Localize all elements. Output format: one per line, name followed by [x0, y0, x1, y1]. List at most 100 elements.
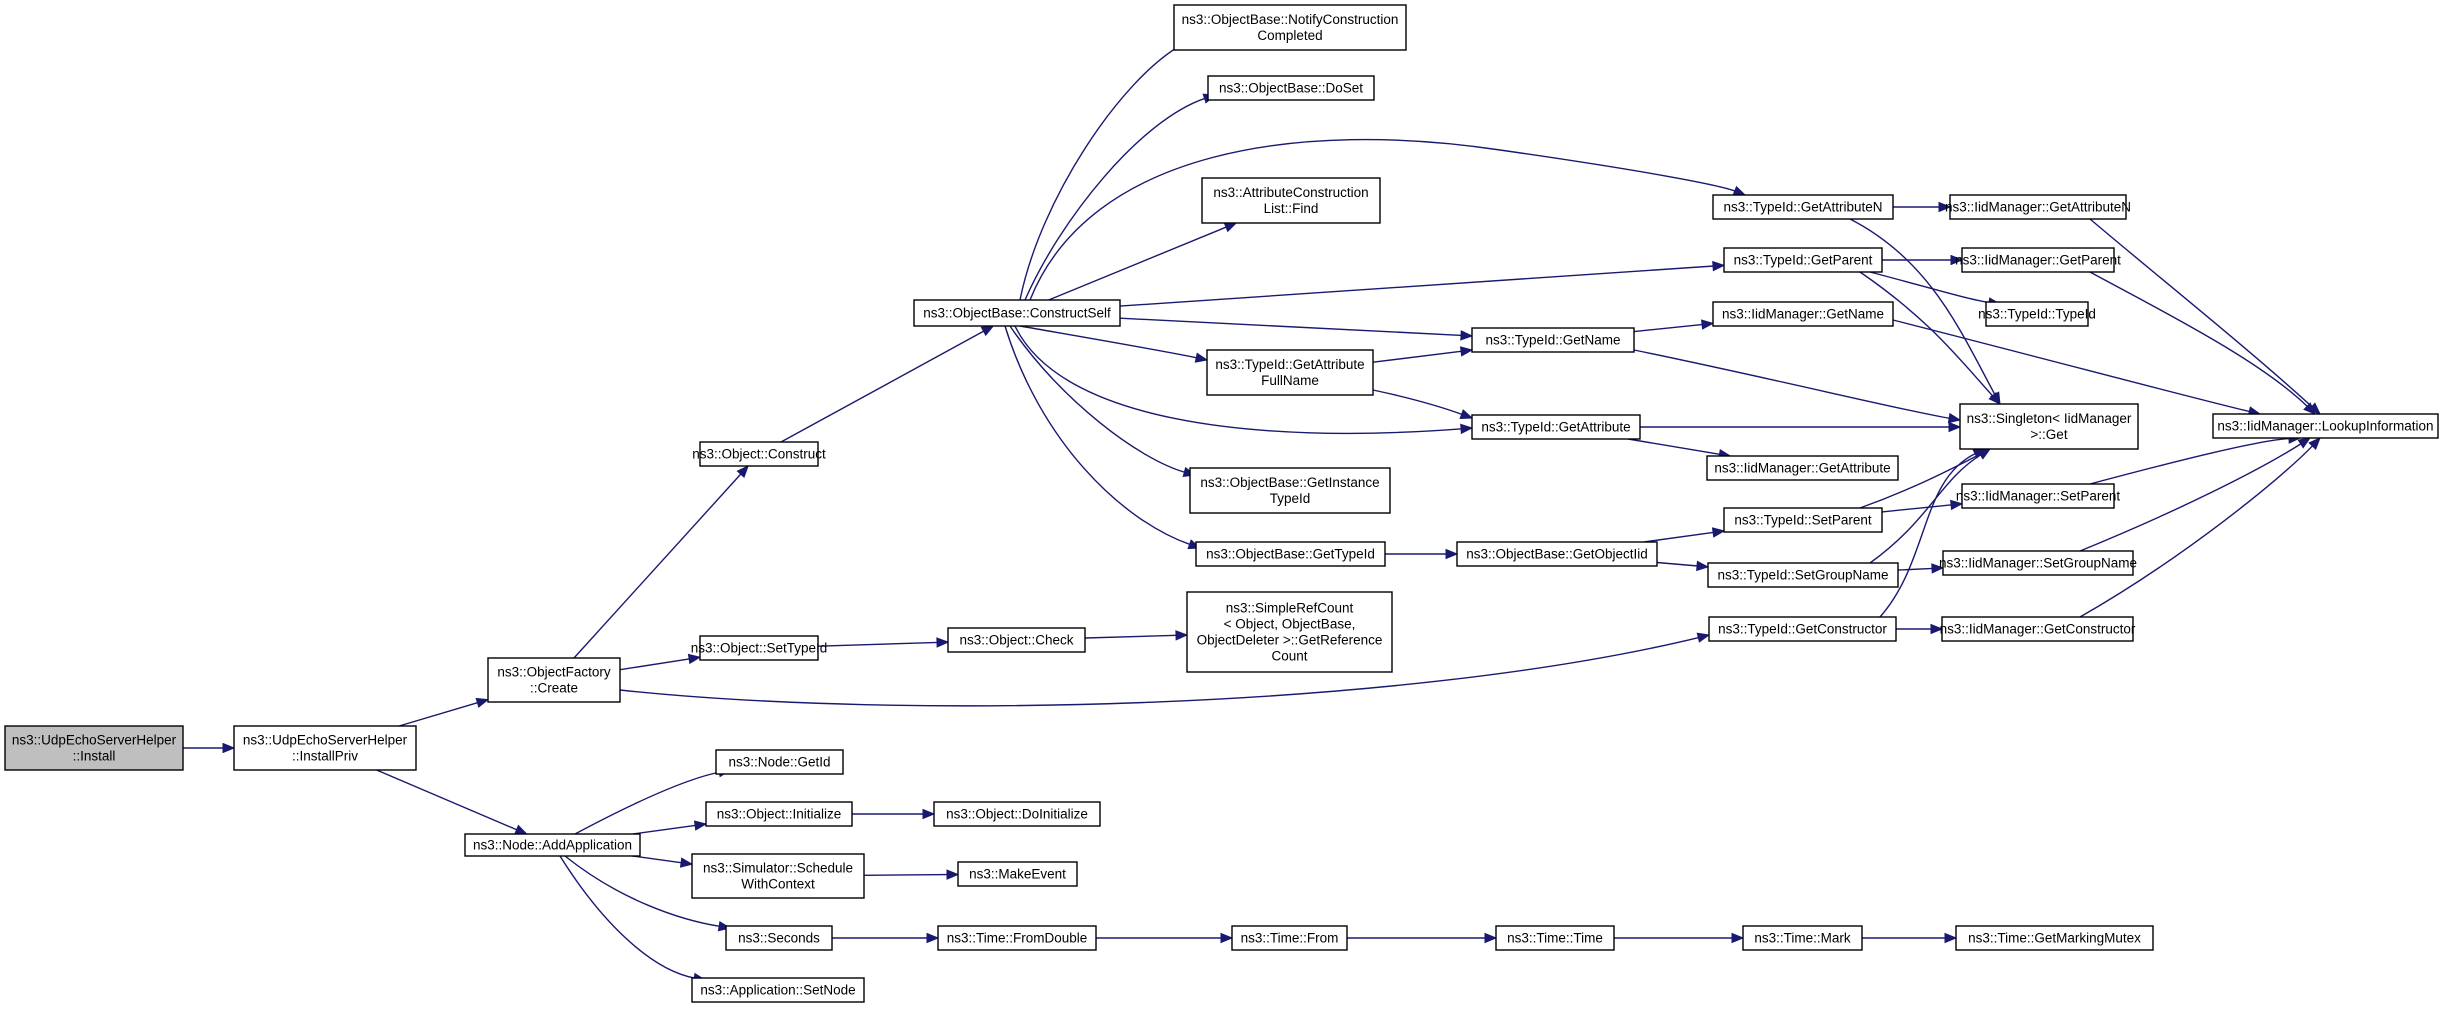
node-box[interactable]	[725, 925, 833, 951]
node-box[interactable]	[1186, 591, 1393, 673]
node-box[interactable]	[1456, 541, 1658, 567]
node-makeevent[interactable]: ns3::MakeEvent	[957, 861, 1078, 887]
node-tid-setparent[interactable]: ns3::TypeId::SetParent	[1723, 507, 1883, 533]
node-box[interactable]	[699, 635, 819, 661]
node-ob-getobjectiid[interactable]: ns3::ObjectBase::GetObjectIid	[1456, 541, 1658, 567]
node-time-from[interactable]: ns3::Time::From	[1231, 925, 1348, 951]
node-box[interactable]	[4, 725, 184, 771]
node-udp-installpriv[interactable]: ns3::UdpEchoServerHelper::InstallPriv	[233, 725, 417, 771]
node-tid-typeid[interactable]: ns3::TypeId::TypeId	[1978, 301, 2096, 327]
node-box[interactable]	[913, 299, 1121, 327]
node-box[interactable]	[947, 627, 1086, 653]
node-udp-install[interactable]: ns3::UdpEchoServerHelper::Install	[4, 725, 184, 771]
node-box[interactable]	[1712, 301, 1894, 327]
node-ob-gettypeid[interactable]: ns3::ObjectBase::GetTypeId	[1195, 541, 1386, 567]
node-box[interactable]	[1959, 403, 2139, 450]
node-app-setnode[interactable]: ns3::Application::SetNode	[691, 977, 865, 1003]
node-node-addapp[interactable]: ns3::Node::AddApplication	[464, 833, 641, 857]
node-box[interactable]	[1201, 177, 1381, 224]
node-iid-setgroupname[interactable]: ns3::IidManager::SetGroupName	[1939, 550, 2137, 576]
node-tid-setgroupname[interactable]: ns3::TypeId::SetGroupName	[1707, 562, 1899, 588]
node-box[interactable]	[1231, 925, 1348, 951]
node-box[interactable]	[2212, 413, 2439, 439]
node-box[interactable]	[1941, 616, 2134, 642]
node-iid-getparent[interactable]: ns3::IidManager::GetParent	[1955, 247, 2121, 273]
node-box[interactable]	[1742, 925, 1863, 951]
node-node-getid[interactable]: ns3::Node::GetId	[715, 749, 844, 775]
node-box[interactable]	[933, 801, 1101, 827]
node-ob-notify[interactable]: ns3::ObjectBase::NotifyConstructionCompl…	[1173, 4, 1407, 51]
node-time-fromdouble[interactable]: ns3::Time::FromDouble	[937, 925, 1097, 951]
node-box[interactable]	[233, 725, 417, 771]
node-box[interactable]	[1723, 247, 1883, 273]
node-box[interactable]	[691, 853, 865, 899]
node-object-check[interactable]: ns3::Object::Check	[947, 627, 1086, 653]
node-box[interactable]	[1961, 483, 2115, 509]
node-box[interactable]	[1206, 349, 1374, 396]
node-label: ns3::TypeId::GetConstructor	[1718, 622, 1887, 637]
node-object-construct[interactable]: ns3::Object::Construct	[692, 441, 826, 467]
node-box[interactable]	[957, 861, 1078, 887]
node-time-mark[interactable]: ns3::Time::Mark	[1742, 925, 1863, 951]
node-object-settypeid[interactable]: ns3::Object::SetTypeId	[691, 635, 828, 661]
node-box[interactable]	[1708, 616, 1897, 642]
node-box[interactable]	[1955, 925, 2154, 951]
node-box[interactable]	[1471, 414, 1641, 440]
node-box[interactable]	[1495, 925, 1615, 951]
node-box[interactable]	[1949, 194, 2127, 220]
node-box[interactable]	[1712, 194, 1894, 220]
node-box[interactable]	[1723, 507, 1883, 533]
node-box[interactable]	[1961, 247, 2115, 273]
node-box[interactable]	[691, 977, 865, 1003]
edge-ob-constructself-to-tid-getattrfullname	[1019, 325, 1198, 359]
node-box[interactable]	[487, 657, 621, 703]
node-label: ns3::UdpEchoServerHelper	[12, 733, 177, 748]
node-tid-getattributen[interactable]: ns3::TypeId::GetAttributeN	[1712, 194, 1894, 220]
node-box[interactable]	[1207, 75, 1375, 101]
node-box[interactable]	[1195, 541, 1386, 567]
edge-tid-getname-to-iid-getname	[1633, 323, 1704, 333]
node-box[interactable]	[1942, 550, 2134, 576]
node-time-getmarkingmutex[interactable]: ns3::Time::GetMarkingMutex	[1955, 925, 2154, 951]
node-label: TypeId	[1270, 491, 1311, 506]
node-box[interactable]	[1189, 467, 1391, 514]
edge-tid-getattrfullname-to-tid-getattribute-arrowhead	[1459, 409, 1474, 419]
node-ob-constructself[interactable]: ns3::ObjectBase::ConstructSelf	[913, 299, 1121, 327]
node-iid-getattributen[interactable]: ns3::IidManager::GetAttributeN	[1945, 194, 2131, 220]
node-tid-getname[interactable]: ns3::TypeId::GetName	[1471, 327, 1635, 353]
node-ob-doset[interactable]: ns3::ObjectBase::DoSet	[1207, 75, 1375, 101]
node-box[interactable]	[1471, 327, 1635, 353]
edge-iid-getname-to-iid-lookupinfo	[1892, 319, 2251, 413]
node-box[interactable]	[1706, 455, 1899, 481]
node-box[interactable]	[715, 749, 844, 775]
node-object-initialize[interactable]: ns3::Object::Initialize	[705, 801, 853, 827]
node-tid-getconstructor[interactable]: ns3::TypeId::GetConstructor	[1708, 616, 1897, 642]
node-time-time[interactable]: ns3::Time::Time	[1495, 925, 1615, 951]
node-iid-getname[interactable]: ns3::IidManager::GetName	[1712, 301, 1894, 327]
node-iid-lookupinfo[interactable]: ns3::IidManager::LookupInformation	[2212, 413, 2439, 439]
node-box[interactable]	[464, 833, 641, 857]
node-iid-setparent[interactable]: ns3::IidManager::SetParent	[1956, 483, 2121, 509]
node-tid-getparent[interactable]: ns3::TypeId::GetParent	[1723, 247, 1883, 273]
node-box[interactable]	[705, 801, 853, 827]
node-tid-getattribute[interactable]: ns3::TypeId::GetAttribute	[1471, 414, 1641, 440]
node-box[interactable]	[1707, 562, 1899, 588]
node-box[interactable]	[1985, 301, 2089, 327]
edge-tid-getparent-to-singleton-get	[1859, 271, 1994, 398]
node-objfactory-create[interactable]: ns3::ObjectFactory::Create	[487, 657, 621, 703]
node-box[interactable]	[699, 441, 819, 467]
node-singleton-get[interactable]: ns3::Singleton< IidManager>::Get	[1959, 403, 2139, 450]
node-iid-getconstructor[interactable]: ns3::IidManager::GetConstructor	[1940, 616, 2136, 642]
node-box[interactable]	[1173, 4, 1407, 51]
node-box[interactable]	[937, 925, 1097, 951]
edge-objfactory-create-to-object-settypeid-arrowhead	[687, 653, 702, 665]
node-srefcount[interactable]: ns3::SimpleRefCount< Object, ObjectBase,…	[1186, 591, 1393, 673]
node-iid-getattribute[interactable]: ns3::IidManager::GetAttribute	[1706, 455, 1899, 481]
node-object-doinitialize[interactable]: ns3::Object::DoInitialize	[933, 801, 1101, 827]
node-seconds[interactable]: ns3::Seconds	[725, 925, 833, 951]
